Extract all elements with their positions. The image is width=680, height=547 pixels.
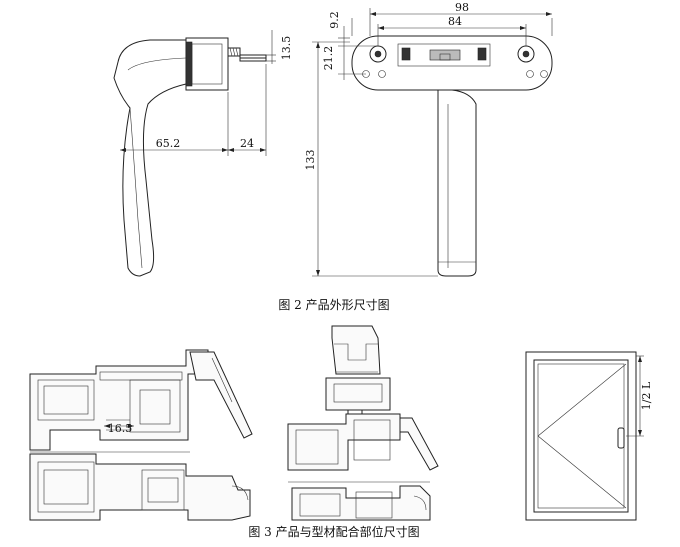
dim-13-5: 13.5: [280, 36, 293, 61]
dim-65-2: 65.2: [156, 137, 181, 150]
dim-9-2: 9.2: [328, 11, 341, 29]
dim-84: 84: [448, 15, 462, 28]
handle-side-view: 13.5 65.2 24: [113, 30, 293, 277]
dim-16-5: 16.5: [108, 422, 133, 435]
profile-section-left: 16.5: [29, 349, 253, 521]
profile-section-center: [287, 325, 439, 521]
dim-98: 98: [455, 1, 469, 14]
dim-133: 133: [304, 150, 317, 171]
handle-front-view: 98 84 9.2 21.2 133: [304, 1, 553, 277]
figure3-caption: 图 3 产品与型材配合部位尺寸图: [248, 524, 419, 539]
window-elevation: 1/2 L: [525, 351, 653, 521]
dim-24: 24: [240, 137, 254, 150]
dim-half-l: 1/2 L: [640, 381, 653, 410]
dim-21-2: 21.2: [322, 46, 335, 71]
figure2-caption: 图 2 产品外形尺寸图: [278, 298, 389, 312]
